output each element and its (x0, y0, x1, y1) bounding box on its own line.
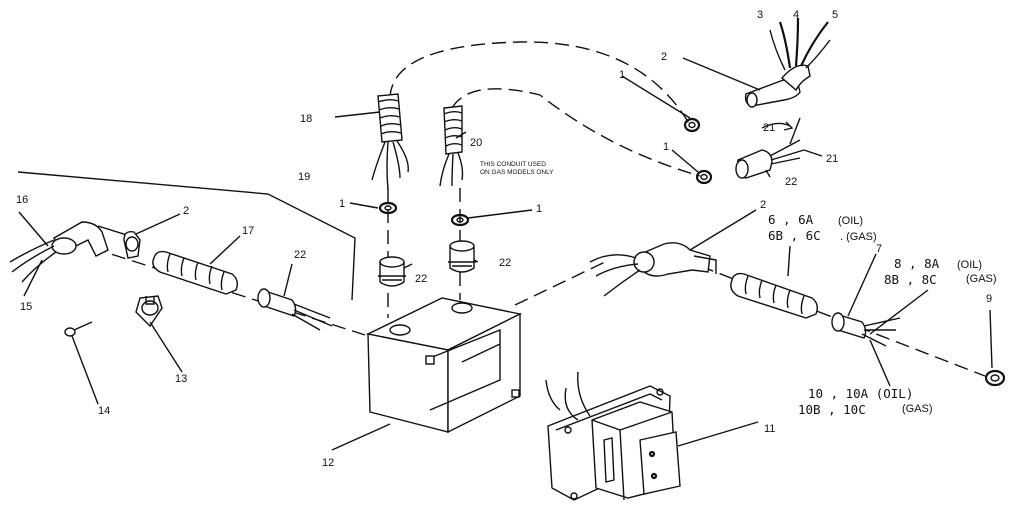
conduit-note-line-1: THIS CONDUIT USED (480, 161, 546, 168)
conduit-note-line-2: ON GAS MODELS ONLY (480, 169, 554, 176)
screw-14 (64, 321, 93, 337)
conduit-17 (152, 250, 239, 295)
part-2-top-elbow (744, 17, 831, 108)
clamp-2-left (123, 230, 141, 259)
washer-1-left (378, 201, 398, 215)
transformer-11 (545, 371, 681, 501)
callout-20: 20 (470, 137, 482, 149)
washer-1-upper (683, 117, 701, 133)
conduit-right (730, 272, 819, 319)
washer-9 (984, 369, 1006, 387)
bushing-22-left (378, 256, 406, 287)
callout-8b-8c: 8B , 8C (884, 272, 937, 287)
conduit-path-lower (451, 88, 701, 177)
connector-22-left (257, 288, 333, 331)
callout-18: 18 (300, 113, 312, 125)
callout-6-gas: . (GAS) (840, 231, 877, 243)
callout-17: 17 (242, 225, 254, 237)
bushing-22-right (448, 240, 476, 273)
callout-9: 9 (986, 293, 992, 305)
callout-4: 4 (793, 9, 799, 21)
leader-19-path (17, 171, 356, 301)
conduit-18 (371, 93, 409, 191)
callout-22-left-connector: 22 (294, 249, 306, 261)
callout-21-upper: 21 (763, 122, 775, 134)
callout-labels: 3 4 5 2 1 1 21 21 22 18 20 THIS CONDUIT … (16, 9, 997, 469)
callout-8-oil: (OIL) (957, 259, 982, 271)
callout-19: 19 (298, 171, 310, 183)
callout-10-gas: (GAS) (902, 403, 933, 415)
callout-14: 14 (98, 405, 110, 417)
callout-21-lower: 21 (826, 153, 838, 165)
callout-8-gas: (GAS) (966, 273, 997, 285)
callout-2-left: 2 (183, 205, 189, 217)
callout-10-10a: 10 , 10A (OIL) (808, 386, 913, 401)
callout-5: 5 (832, 9, 838, 21)
callout-2-right: 2 (760, 199, 766, 211)
axis-right-elbow (514, 261, 606, 306)
callout-11: 11 (764, 423, 775, 435)
callout-10b-10c: 10B , 10C (798, 402, 866, 417)
conduit-path-upper (389, 41, 691, 126)
elbow-2-right (589, 242, 717, 297)
callout-8-8a: 8 , 8A (894, 256, 940, 271)
junction-box-12 (365, 297, 523, 434)
clip-13 (135, 295, 163, 328)
connector-22-top (735, 117, 805, 179)
connector-7 (831, 312, 901, 347)
callout-6-oil: (OIL) (838, 215, 863, 227)
callout-22-top-right: 22 (785, 176, 797, 188)
conduit-20 (439, 105, 464, 187)
callout-6-6a: 6 , 6A (768, 212, 814, 227)
callout-3: 3 (757, 9, 763, 21)
washer-1-middle (695, 169, 713, 185)
callout-22-right-bushing: 22 (499, 257, 511, 269)
callout-1-upper: 1 (619, 69, 625, 81)
callout-13: 13 (175, 373, 187, 385)
callout-16: 16 (16, 194, 28, 206)
elbow-15-16 (9, 221, 131, 283)
leader-lines (18, 57, 993, 451)
callout-7: 7 (876, 243, 882, 255)
callout-1-left: 1 (339, 198, 345, 210)
callout-22-left-bushing: 22 (415, 273, 427, 285)
callout-6b-6c: 6B , 6C (768, 228, 821, 243)
callout-2-top: 2 (661, 51, 667, 63)
callout-12: 12 (322, 457, 334, 469)
callout-1-middle: 1 (663, 141, 669, 153)
callout-1-right: 1 (536, 203, 542, 215)
callout-15: 15 (20, 301, 32, 313)
washer-1-right (450, 213, 470, 227)
